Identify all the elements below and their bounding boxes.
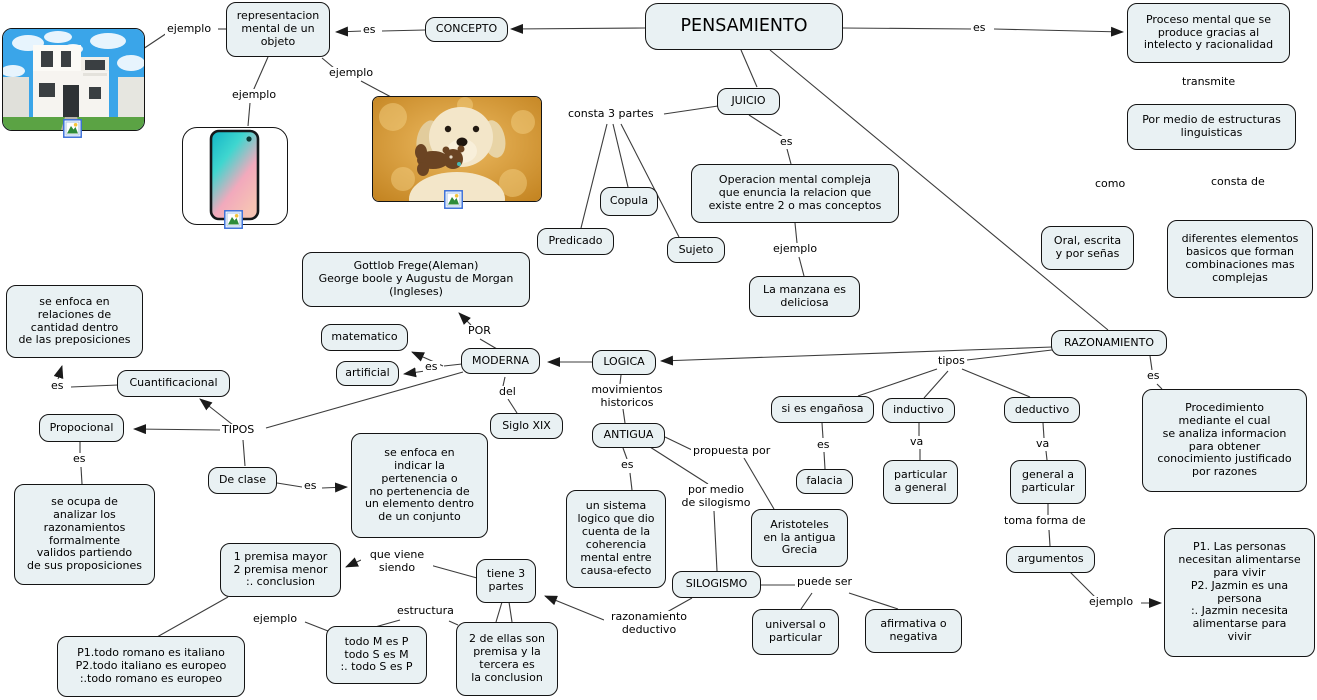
dog-illustration [373,97,541,201]
node-falacia[interactable]: falacia [796,469,853,494]
node-inductivo[interactable]: inductivo [882,398,955,423]
node-logica[interactable]: LOGICA [592,350,656,375]
link-label-ejemplo-house[interactable]: ejemplo [165,22,214,36]
node-se-ocupa[interactable]: se ocupa de analizar los razonamientos f… [14,484,155,585]
node-antigua[interactable]: ANTIGUA [592,423,665,448]
link-label-tipos-razonamiento[interactable]: tipos [936,354,967,368]
link-label-es-antigua[interactable]: es [619,458,636,472]
node-general-a-particular[interactable]: general a particular [1010,460,1086,504]
node-tiene-3-partes[interactable]: tiene 3 partes [476,559,536,603]
link-label-es-proceso[interactable]: es [971,21,988,35]
house-illustration [3,29,144,130]
link-label-ejemplo-romano[interactable]: ejemplo [251,612,300,626]
node-copula[interactable]: Copula [600,187,658,216]
link-label-estructura[interactable]: estructura [395,604,456,618]
node-de-clase[interactable]: De clase [208,467,277,494]
phone-photo[interactable] [182,127,288,225]
node-juicio[interactable]: JUICIO [717,88,780,115]
node-gottlob-frege[interactable]: Gottlob Frege(Aleman) George boole y Aug… [302,252,530,307]
node-predicado[interactable]: Predicado [537,228,614,255]
link-label-por[interactable]: POR [466,324,493,338]
link-label-propuesta-por[interactable]: propuesta por [691,444,773,458]
link-label-tipos-logica[interactable]: TIPOS [220,423,257,437]
link-label-razonamiento-deductivo[interactable]: razonamiento deductivo [604,610,694,637]
node-un-sistema-logico[interactable]: un sistema logico que dio cuenta de la c… [566,490,666,588]
node-silogismo[interactable]: SILOGISMO [672,571,761,598]
link-label-consta-3-partes[interactable]: consta 3 partes [566,107,656,121]
link-label-puede-ser[interactable]: puede ser [795,575,854,589]
link-label-por-medio-de-silogismo[interactable]: por medio de silogismo [675,483,757,510]
link-label-es-propocional[interactable]: es [71,452,88,466]
link-label-es-de-clase[interactable]: es [302,479,319,493]
link-label-como[interactable]: como [1093,177,1128,191]
link-label-movimientos-historicos[interactable]: movimientos historicos [583,383,671,410]
link-label-es-moderna[interactable]: es [423,360,440,374]
dog-photo[interactable] [372,96,542,202]
node-concepto[interactable]: CONCEPTO [425,17,508,42]
node-matematico[interactable]: matematico [321,324,408,351]
node-la-manzana[interactable]: La manzana es deliciosa [749,276,860,317]
node-oral-escrita[interactable]: Oral, escrita y por señas [1041,226,1134,270]
node-enfoca-indicar[interactable]: se enfoca en indicar la pertenencia o no… [351,433,488,538]
node-si-es-enganosa[interactable]: si es engañosa [771,396,874,423]
link-label-ejemplo-manzana[interactable]: ejemplo [771,242,820,256]
node-deductivo[interactable]: deductivo [1004,397,1080,423]
link-label-transmite[interactable]: transmite [1180,75,1238,89]
node-todo-romano[interactable]: P1.todo romano es italiano P2.todo itali… [57,636,245,697]
link-label-ejemplo-dog[interactable]: ejemplo [327,66,376,80]
node-procedimiento[interactable]: Procedimiento mediante el cual se analiz… [1142,389,1307,492]
node-artificial[interactable]: artificial [336,361,399,386]
node-razonamiento[interactable]: RAZONAMIENTO [1051,330,1167,356]
node-afirmativa-negativa[interactable]: afirmativa o negativa [865,609,962,653]
node-p1-las-personas[interactable]: P1. Las personas necesitan alimentarse p… [1164,528,1315,657]
link-label-va-inductivo[interactable]: va [908,435,926,449]
image-icon[interactable] [444,190,463,209]
node-aristoteles[interactable]: Aristoteles en la antigua Grecia [751,509,848,567]
node-siglo-xix[interactable]: Siglo XIX [490,413,563,439]
node-premisas[interactable]: 1 premisa mayor 2 premisa menor :. concl… [220,543,341,597]
link-label-ejemplo-personas[interactable]: ejemplo [1087,595,1136,609]
image-icon[interactable] [63,119,82,138]
node-argumentos[interactable]: argumentos [1006,546,1095,573]
link-label-es-concepto[interactable]: es [361,23,378,37]
node-todo-m-es-p[interactable]: todo M es P todo S es M :. todo S es P [326,626,427,684]
node-universal-particular[interactable]: universal o particular [752,609,839,655]
link-label-es-falacia[interactable]: es [815,438,832,452]
house-photo[interactable] [2,28,145,131]
node-moderna[interactable]: MODERNA [461,348,540,374]
link-label-que-viene-siendo[interactable]: que viene siendo [361,548,433,575]
link-label-ejemplo-phone[interactable]: ejemplo [230,88,279,102]
node-propocional[interactable]: Propocional [39,414,124,442]
node-dos-de-ellas[interactable]: 2 de ellas son premisa y la tercera es l… [456,622,558,696]
node-diferentes-elementos[interactable]: diferentes elementos basicos que forman … [1167,220,1313,298]
link-label-toma-forma-de[interactable]: toma forma de [1002,514,1088,528]
link-label-es-juicio[interactable]: es [778,135,795,149]
link-label-consta-de[interactable]: consta de [1209,175,1267,189]
node-representacion-mental[interactable]: representacion mental de un objeto [226,2,330,57]
image-icon[interactable] [224,210,243,229]
node-estructuras-linguisticas[interactable]: Por medio de estructuras linguisticas [1127,104,1296,150]
link-label-es-procedimiento[interactable]: es [1145,369,1162,383]
node-sujeto[interactable]: Sujeto [667,237,725,263]
node-enfoca-relaciones[interactable]: se enfoca en relaciones de cantidad dent… [6,285,143,358]
node-proceso-mental[interactable]: Proceso mental que se produce gracias al… [1127,3,1290,63]
link-label-del[interactable]: del [497,385,518,399]
node-cuantificacional[interactable]: Cuantificacional [117,370,230,397]
node-particular-a-general[interactable]: particular a general [883,460,958,504]
link-label-es-cuantificacional[interactable]: es [49,379,66,393]
link-label-va-deductivo[interactable]: va [1034,437,1052,451]
node-operacion-mental[interactable]: Operacion mental compleja que enuncia la… [691,164,899,223]
node-pensamiento[interactable]: PENSAMIENTO [645,3,843,50]
